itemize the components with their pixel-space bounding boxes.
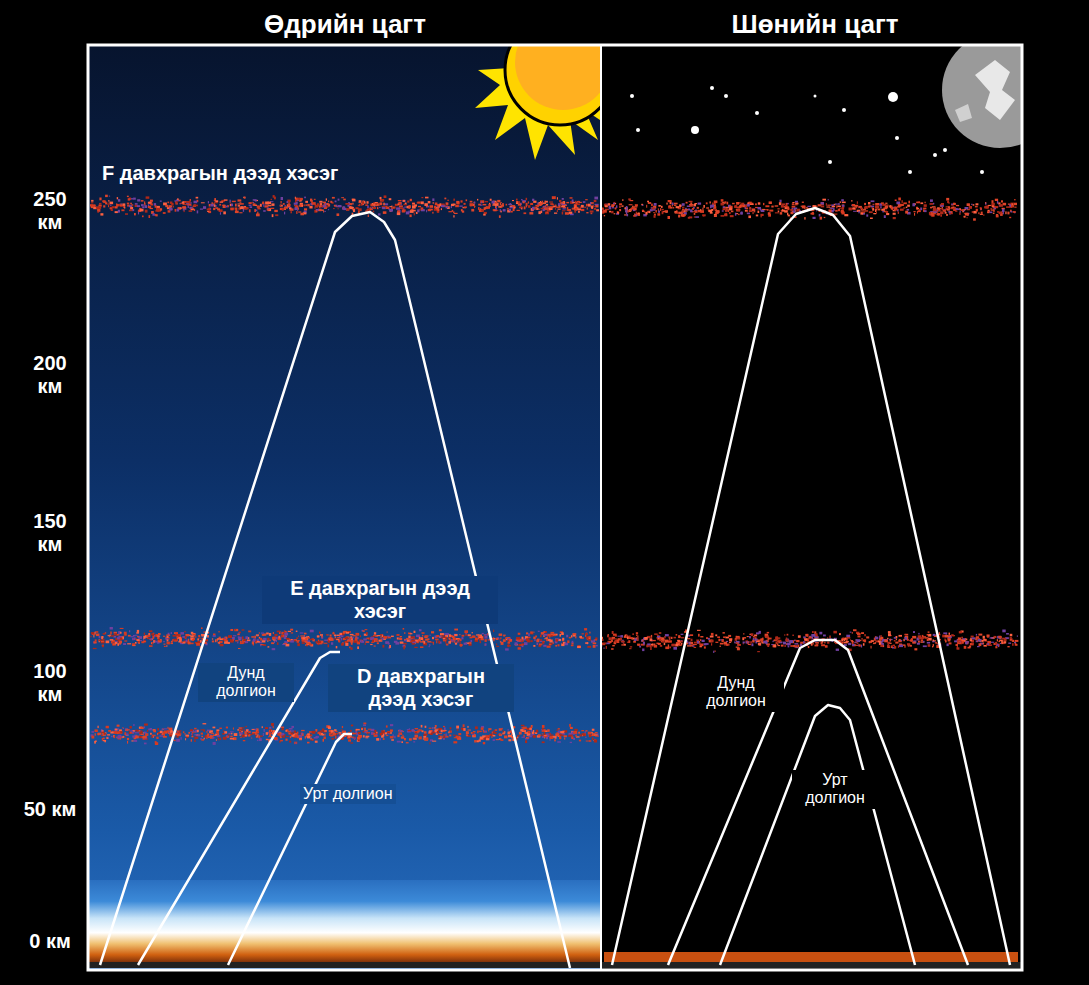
- layer-label: E давхрагын дээд хэсэг: [262, 576, 498, 624]
- ionosphere-layers: [90, 195, 1018, 745]
- panel-heading: Өдрийн цагт: [190, 10, 500, 40]
- axis-label: 50 км: [20, 798, 80, 821]
- wave-label: Дунд долгион: [198, 663, 294, 702]
- divider: [600, 45, 602, 970]
- wave-label: Урт долгион: [792, 770, 878, 809]
- night-sky: [600, 45, 1022, 970]
- axis-label: 250 км: [20, 188, 80, 234]
- panel-heading: Шөнийн цагт: [665, 10, 965, 40]
- axis-label: 200 км: [20, 352, 80, 398]
- wave-label: Дунд долгион: [688, 673, 784, 712]
- sun: [475, 45, 600, 160]
- axis-label: 0 км: [20, 930, 80, 953]
- layer-label: D давхрагын дээд хэсэг: [328, 664, 514, 712]
- axis-label: 100 км: [20, 660, 80, 706]
- day-horizon: [88, 880, 600, 965]
- day-sky: [88, 45, 600, 970]
- wave-paths: [100, 208, 1010, 968]
- frame: [88, 45, 1022, 970]
- axis-label: 150 км: [20, 510, 80, 556]
- moon: [942, 45, 1022, 148]
- layer-label: F давхрагын дээд хэсэг: [102, 162, 462, 185]
- wave-label: Урт долгион: [300, 784, 396, 804]
- stars: [630, 86, 984, 174]
